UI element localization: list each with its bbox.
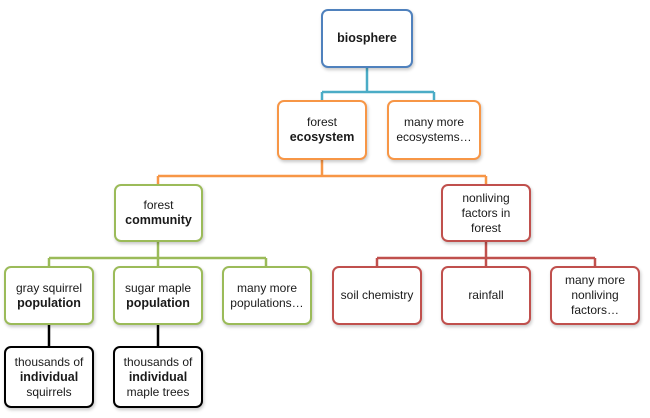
nonliving-factors-box: nonliving factors in forest	[441, 184, 531, 242]
forest-community-box: forest community	[114, 184, 203, 242]
more-ecosystems-box: many more ecosystems…	[387, 100, 481, 160]
more-nonliving-line2: nonliving	[571, 288, 619, 302]
more-populations-line2: populations…	[230, 295, 304, 310]
sugar-maple-line1: sugar maple	[124, 280, 192, 295]
sugar-maple-line2: population	[126, 295, 190, 310]
forest-ecosystem-line1: forest	[306, 115, 337, 129]
more-nonliving-line1: many more	[564, 273, 626, 287]
squirrels-line2: individual	[19, 369, 79, 384]
maple-trees-line3: maple trees	[126, 384, 190, 399]
gray-squirrel-line2: population	[17, 295, 81, 310]
nonliving-factors-line3: forest	[470, 220, 501, 235]
biosphere-label: biosphere	[337, 31, 397, 45]
more-nonliving-box: many more nonliving factors…	[550, 266, 640, 325]
soil-chemistry-label: soil chemistry	[340, 288, 414, 302]
soil-chemistry-box: soil chemistry	[332, 266, 422, 325]
more-populations-box: many more populations…	[222, 266, 312, 325]
more-populations-line1: many more	[236, 280, 298, 295]
forest-community-line1: forest	[143, 198, 174, 212]
more-ecosystems-line2: ecosystems…	[396, 130, 472, 144]
maple-trees-line2: individual	[128, 369, 188, 384]
forest-community-line2: community	[125, 213, 192, 227]
rainfall-box: rainfall	[441, 266, 531, 325]
individual-squirrels-box: thousands of individual squirrels	[4, 346, 94, 408]
forest-ecosystem-line2: ecosystem	[289, 130, 355, 144]
gray-squirrel-line1: gray squirrel	[15, 280, 83, 295]
gray-squirrel-population-box: gray squirrel population	[4, 266, 94, 325]
more-nonliving-line3: factors…	[570, 303, 619, 317]
nonliving-factors-line1: nonliving	[462, 190, 510, 205]
nonliving-factors-line2: factors in	[461, 205, 511, 220]
forest-ecosystem-box: forest ecosystem	[277, 100, 367, 160]
biosphere-box: biosphere	[321, 9, 413, 68]
squirrels-line3: squirrels	[26, 384, 72, 399]
squirrels-line1: thousands of	[14, 354, 84, 369]
rainfall-label: rainfall	[468, 288, 504, 302]
more-ecosystems-line1: many more	[403, 115, 465, 129]
individual-maple-trees-box: thousands of individual maple trees	[113, 346, 203, 408]
maple-trees-line1: thousands of	[123, 354, 193, 369]
sugar-maple-population-box: sugar maple population	[113, 266, 203, 325]
